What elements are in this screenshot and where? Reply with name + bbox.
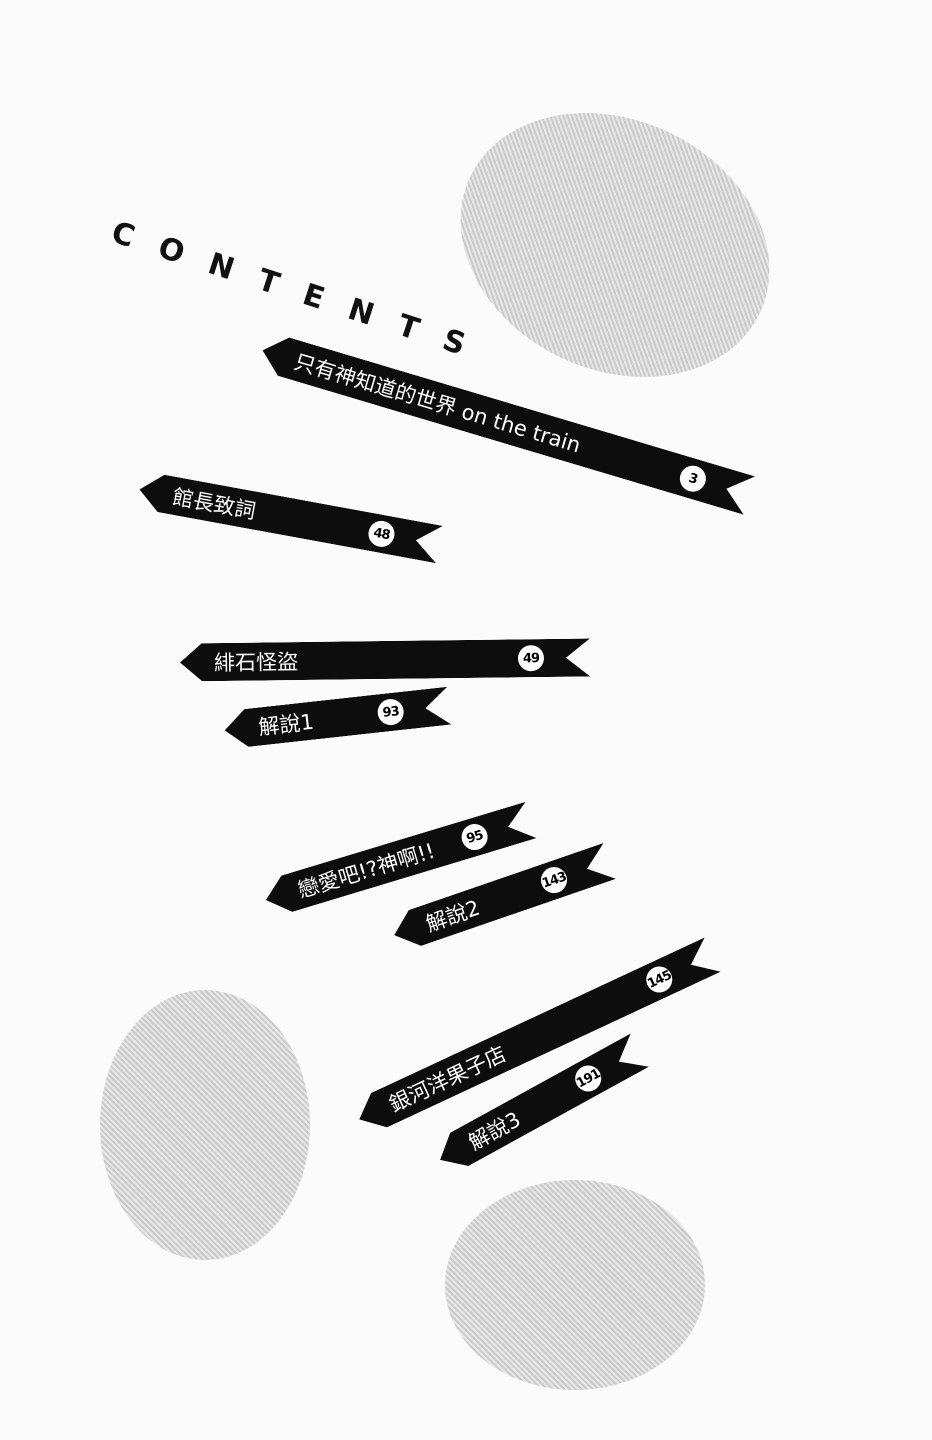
entry-title: 戀愛吧!?神啊!! xyxy=(295,838,438,903)
entry-title: 緋石怪盜 xyxy=(213,650,299,676)
illustration-characters-in-pot xyxy=(100,990,310,1260)
toc-entry[interactable]: 緋石怪盜 49 xyxy=(180,638,590,681)
toc-entry[interactable]: 解說1 93 xyxy=(223,687,452,750)
toc-entry[interactable]: 館長致詞 48 xyxy=(136,471,443,563)
entry-title: 解說2 xyxy=(422,895,483,937)
entry-title: 解說3 xyxy=(464,1107,525,1155)
entry-title: 館長致詞 xyxy=(170,484,258,524)
page-number: 48 xyxy=(366,519,396,549)
page-number: 93 xyxy=(376,698,405,727)
illustration-running-characters xyxy=(445,1180,705,1390)
illustration-flying-characters xyxy=(417,64,813,426)
page-number: 49 xyxy=(518,645,544,671)
entry-title: 解說1 xyxy=(257,709,315,740)
